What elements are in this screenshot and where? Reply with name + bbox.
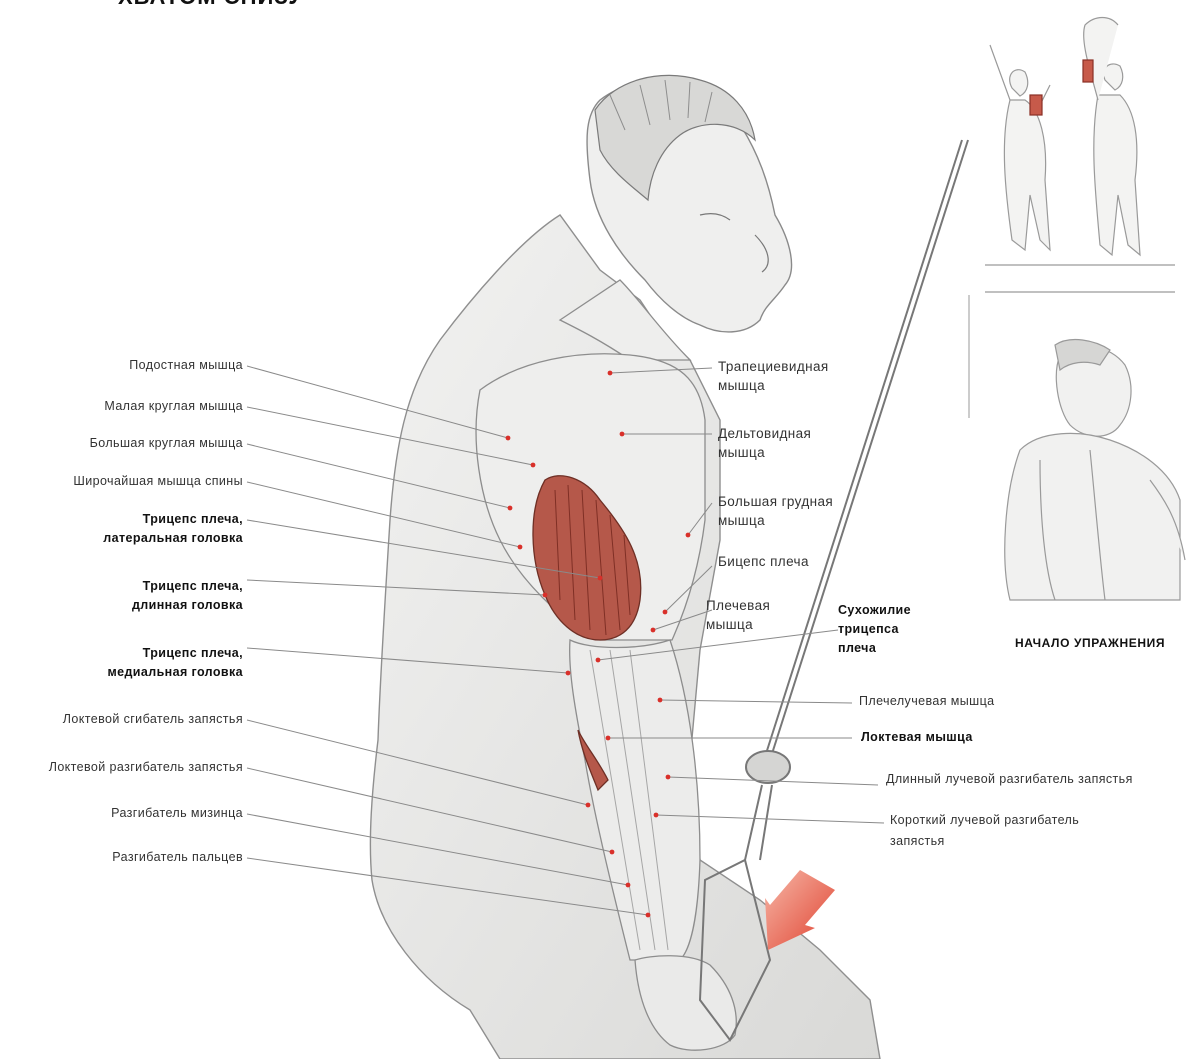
inset-full-body <box>985 18 1175 266</box>
inset-bust <box>985 292 1185 600</box>
label-trapezius-line2: мышца <box>718 376 765 395</box>
label-trapezius-line1: Трапециевидная <box>718 357 829 376</box>
label-latissimus: Широчайшая мышца спины <box>73 472 243 491</box>
label-pectoralis-line1: Большая грудная <box>718 492 833 511</box>
label-extensor-digiti-minimi: Разгибатель мизинца <box>111 804 243 823</box>
label-pectoralis-line2: мышца <box>718 511 765 530</box>
page-title: ХВАТОМ СНИЗУ <box>118 0 303 10</box>
label-ecr-brevis-line1: Короткий лучевой разгибатель <box>890 811 1079 830</box>
label-triceps-tendon-line2: трицепса <box>838 620 899 639</box>
label-teres-major: Большая круглая мышца <box>90 434 243 453</box>
label-triceps-long-line2: длинная головка <box>132 596 243 615</box>
label-brachialis-line2: мышца <box>706 615 753 634</box>
label-biceps: Бицепс плеча <box>718 552 809 571</box>
start-position-caption: НАЧАЛО УПРАЖНЕНИЯ <box>1015 636 1165 650</box>
label-triceps-tendon-line3: плеча <box>838 639 876 658</box>
label-extensor-digitorum: Разгибатель пальцев <box>112 848 243 867</box>
label-ecr-brevis-line2: запястья <box>890 832 945 851</box>
label-deltoid-line1: Дельтовидная <box>718 424 811 443</box>
label-brachialis-line1: Плечевая <box>706 596 770 615</box>
label-triceps-long-line1: Трицепс плеча, <box>143 577 243 596</box>
label-brachioradialis: Плечелучевая мышца <box>859 692 994 711</box>
label-extensor-carpi-ulnaris: Локтевой разгибатель запястья <box>49 758 243 777</box>
label-triceps-medial-line1: Трицепс плеча, <box>143 644 243 663</box>
label-ecr-longus: Длинный лучевой разгибатель запястья <box>886 770 1133 789</box>
label-triceps-lateral-line2: латеральная головка <box>103 529 243 548</box>
label-triceps-medial-line2: медиальная головка <box>107 663 243 682</box>
label-anconeus: Локтевая мышца <box>861 728 973 747</box>
label-deltoid-line2: мышца <box>718 443 765 462</box>
label-teres-minor: Малая круглая мышца <box>104 397 243 416</box>
label-flexor-carpi-ulnaris: Локтевой сгибатель запястья <box>63 710 243 729</box>
label-triceps-tendon-line1: Сухожилие <box>838 601 911 620</box>
label-triceps-lateral-line1: Трицепс плеча, <box>143 510 243 529</box>
label-infraspinatus: Подостная мышца <box>129 356 243 375</box>
